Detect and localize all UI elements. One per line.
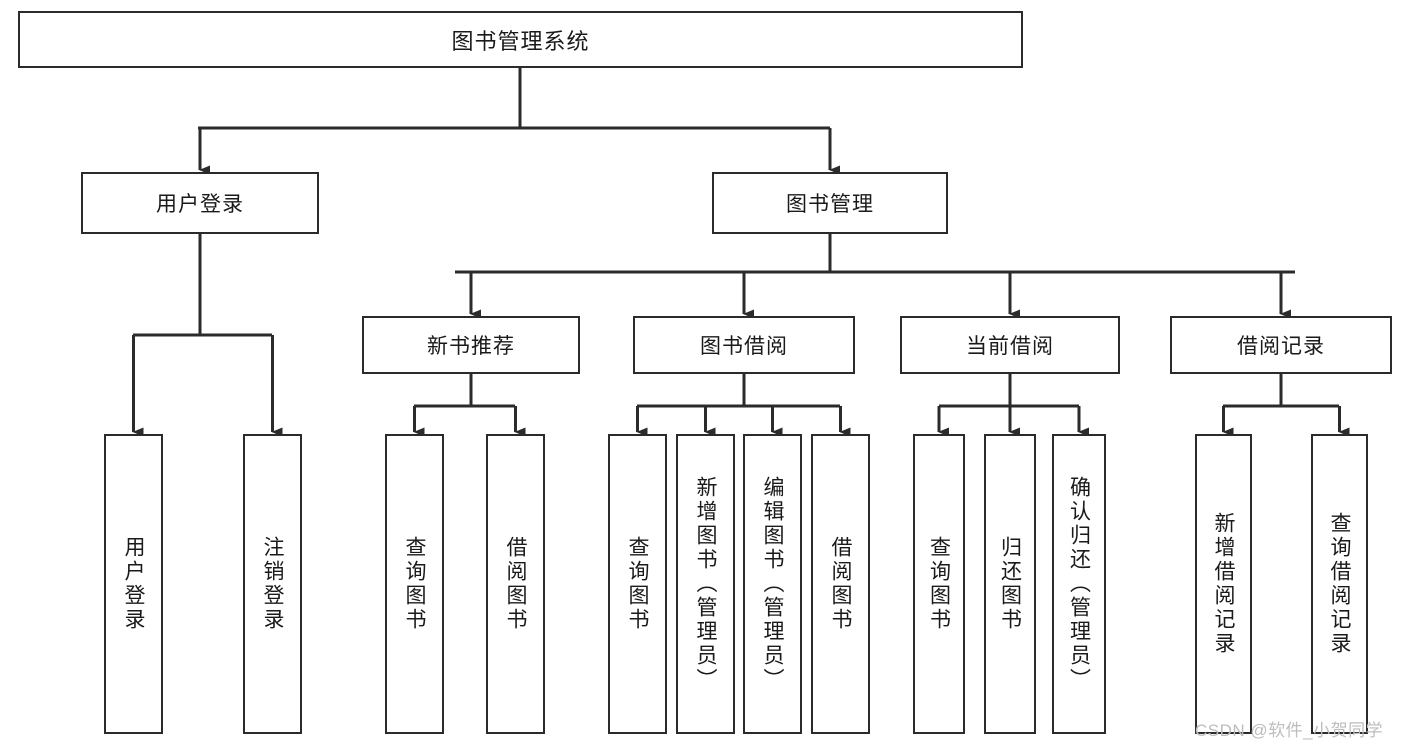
node-leaf-add-record[interactable]: 新增借阅记录 <box>1195 434 1252 734</box>
node-label: 注销登录 <box>261 536 284 632</box>
node-label: 借阅图书 <box>829 536 852 632</box>
node-label: 用户登录 <box>122 536 145 632</box>
node-current-borrow[interactable]: 当前借阅 <box>900 316 1120 374</box>
node-book-manage[interactable]: 图书管理 <box>712 172 948 234</box>
node-label: 确认归还（管理员） <box>1067 476 1091 692</box>
node-label: 新增借阅记录 <box>1212 512 1235 656</box>
node-leaf-borrow-book-rec[interactable]: 借阅图书 <box>486 434 545 734</box>
node-user-login[interactable]: 用户登录 <box>81 172 319 234</box>
node-leaf-query-book-rec[interactable]: 查询图书 <box>385 434 444 734</box>
node-label: 图书管理系统 <box>451 28 590 54</box>
node-leaf-return-book[interactable]: 归还图书 <box>984 434 1036 734</box>
node-leaf-query-book-cur[interactable]: 查询图书 <box>913 434 965 734</box>
node-label: 查询图书 <box>626 536 649 632</box>
node-label: 查询图书 <box>403 536 426 632</box>
node-label: 新增图书（管理员） <box>694 476 717 692</box>
node-new-book-rec[interactable]: 新书推荐 <box>362 316 580 374</box>
watermark-label: CSDN @软件_小贺同学 <box>1195 721 1384 740</box>
node-label: 借阅记录 <box>1237 335 1325 358</box>
node-leaf-query-book[interactable]: 查询图书 <box>608 434 667 734</box>
node-label: 图书管理 <box>786 193 874 216</box>
node-root[interactable]: 图书管理系统 <box>18 11 1023 68</box>
node-leaf-borrow-book[interactable]: 借阅图书 <box>811 434 870 734</box>
node-label: 借阅图书 <box>504 536 527 632</box>
node-leaf-query-record[interactable]: 查询借阅记录 <box>1311 434 1368 734</box>
node-leaf-user-login[interactable]: 用户登录 <box>104 434 163 734</box>
node-label: 当前借阅 <box>966 335 1054 358</box>
node-leaf-add-book[interactable]: 新增图书（管理员） <box>676 434 735 734</box>
node-label: 用户登录 <box>156 193 244 216</box>
node-label: 图书借阅 <box>700 335 788 358</box>
node-leaf-logout[interactable]: 注销登录 <box>243 434 302 734</box>
connector-lines <box>132 68 1350 437</box>
node-label: 查询图书 <box>927 536 951 632</box>
node-borrow-record[interactable]: 借阅记录 <box>1170 316 1392 374</box>
node-label: 归还图书 <box>998 536 1022 632</box>
node-leaf-confirm-return[interactable]: 确认归还（管理员） <box>1052 434 1106 734</box>
node-label: 编辑图书（管理员） <box>761 476 784 692</box>
node-label: 查询借阅记录 <box>1328 512 1351 656</box>
node-leaf-edit-book[interactable]: 编辑图书（管理员） <box>743 434 802 734</box>
node-label: 新书推荐 <box>427 335 515 358</box>
node-book-borrow[interactable]: 图书借阅 <box>633 316 855 374</box>
